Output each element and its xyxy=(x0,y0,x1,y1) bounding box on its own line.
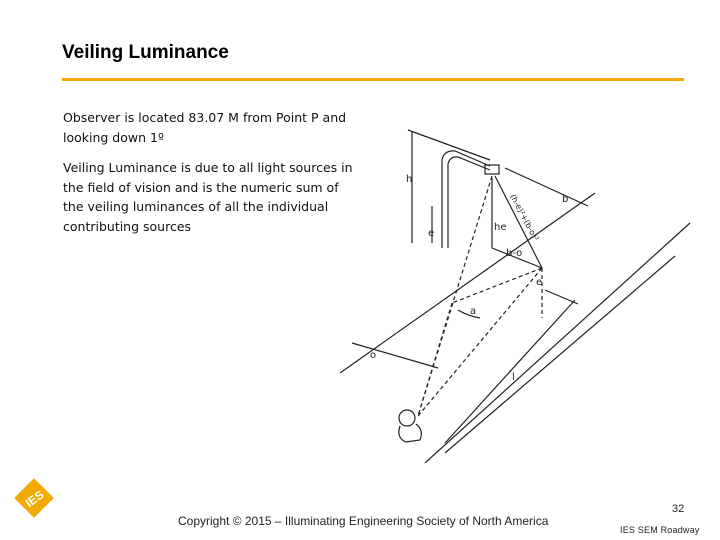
height-ext-top xyxy=(407,129,491,161)
paragraph-veiling: Veiling Luminance is due to all light so… xyxy=(63,160,353,234)
page-number: 32 xyxy=(672,503,685,515)
label-a: a xyxy=(470,306,476,317)
light-pole xyxy=(441,150,491,248)
b-dim xyxy=(504,167,589,207)
angle-arc xyxy=(457,309,481,319)
label-slant: (h-e)²+(b-o)² xyxy=(508,193,540,243)
slant-line xyxy=(494,175,543,269)
observer-head xyxy=(398,409,416,427)
road-edge-left xyxy=(339,192,596,374)
label-e-left: e xyxy=(428,228,434,239)
luminaire xyxy=(484,164,500,175)
road-edge-center xyxy=(444,255,676,454)
light-pole-inner xyxy=(447,156,491,248)
slide-title: Veiling Luminance xyxy=(62,42,229,63)
sight-line-mid xyxy=(417,267,543,417)
observer-body xyxy=(398,423,422,443)
o-dim xyxy=(351,342,439,369)
label-o: o xyxy=(370,350,376,361)
body-text: Observer is located 83.07 M from Point P… xyxy=(63,108,353,247)
road-edge-right xyxy=(424,222,691,463)
sight-line-low xyxy=(451,267,543,304)
footer-tag: IES SEM Roadway xyxy=(620,525,700,535)
label-l: l xyxy=(512,372,515,383)
paragraph-observer: Observer is located 83.07 M from Point P… xyxy=(63,110,347,145)
label-b: b xyxy=(562,194,568,205)
label-bo: b-o xyxy=(506,248,522,259)
l-dim-ext xyxy=(544,289,579,305)
sight-line-side xyxy=(417,302,453,417)
label-h: h xyxy=(406,174,412,185)
label-e-right: e xyxy=(536,277,542,288)
l-dim xyxy=(444,299,576,444)
label-he: he xyxy=(494,222,507,233)
bo-line xyxy=(491,247,543,269)
ies-logo: IES xyxy=(14,478,54,518)
veiling-luminance-diagram: h e b he b-o e a o l (h-e)²+(b-o)² xyxy=(339,129,691,463)
title-underline xyxy=(62,78,684,81)
copyright: Copyright © 2015 – Illuminating Engineer… xyxy=(178,514,549,528)
